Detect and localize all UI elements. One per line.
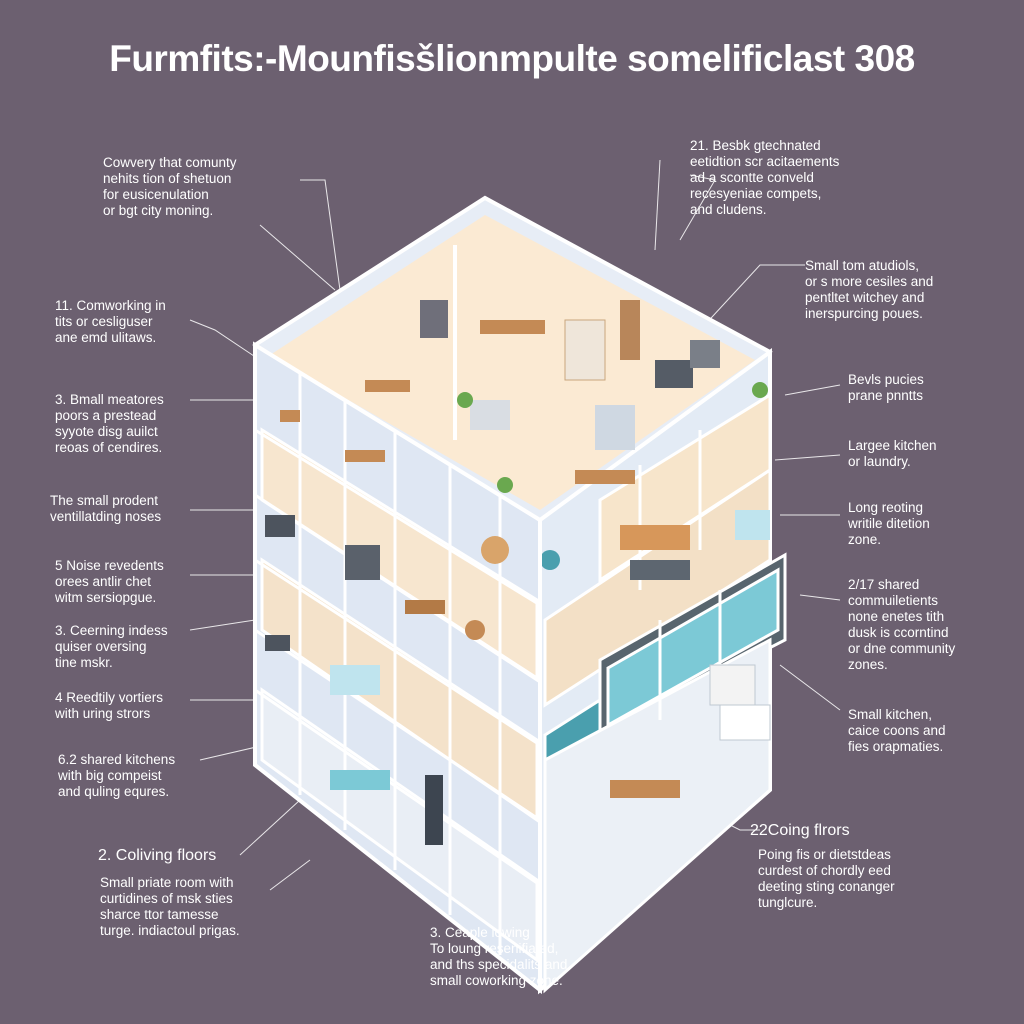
left-face-floors	[254, 372, 541, 963]
right-face-rooms	[610, 510, 771, 798]
building-frame	[253, 195, 771, 990]
right-face-floors	[543, 392, 787, 994]
page-title: Furmfits:-Mounfisšlionmpulte somelificla…	[109, 38, 915, 79]
annotation-small-studios: Small tom atudiols,or s more cesiles and…	[805, 258, 934, 321]
left-face-rooms	[265, 410, 485, 845]
annotation-coing-floors: 22Coing flrors	[750, 822, 850, 839]
top-floor-furniture	[365, 300, 768, 570]
annotation-coliving-floors: 2. Coliving floors	[98, 847, 217, 864]
